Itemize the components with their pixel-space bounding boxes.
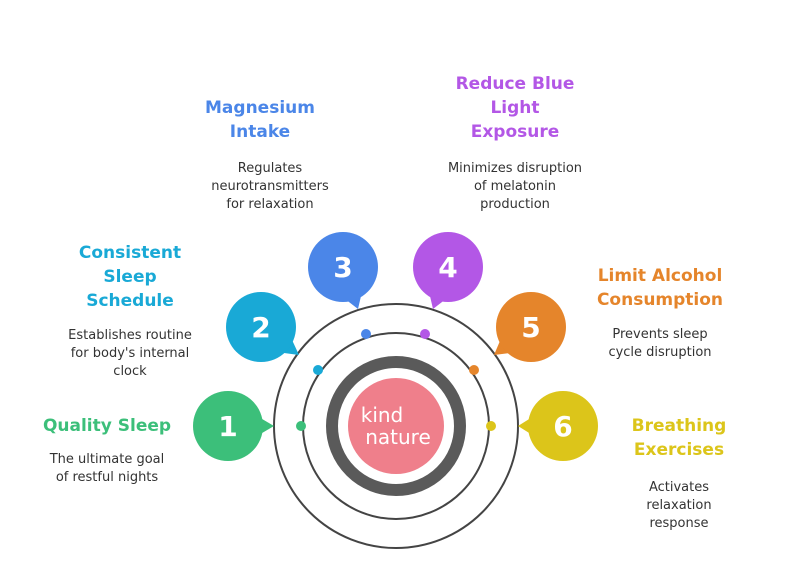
step-2-bubble	[226, 292, 296, 362]
step-4-number: 4	[438, 251, 457, 284]
center-logo-disc	[348, 378, 444, 474]
step-5-number: 5	[521, 311, 540, 344]
steps-layer: 1 2 3 4 5 6	[193, 232, 598, 461]
step-6-ring-dot	[486, 421, 496, 431]
step-1-number: 1	[218, 410, 237, 443]
logo-line2: nature	[365, 425, 431, 449]
step-4-ring-dot	[420, 329, 430, 339]
step-4-title: Reduce Blue Light Exposure	[455, 74, 575, 142]
step-2-description: Establishes routine for body's internal …	[68, 328, 192, 379]
inner-thick-ring	[326, 356, 466, 496]
step-6-number: 6	[553, 410, 572, 443]
step-3-title: Magnesium Intake	[205, 98, 315, 142]
step-5-ring-dot	[469, 365, 479, 375]
step-3-bubble	[308, 232, 378, 302]
step-6-title: Breathing Exercises	[631, 416, 727, 460]
step-4-description: Minimizes disruption of melatonin produc…	[447, 161, 583, 212]
step-1-bubble	[193, 391, 263, 461]
step-1-ring-dot	[296, 421, 306, 431]
step-1-title: Quality Sleep	[42, 416, 172, 436]
step-2-ring-dot	[313, 365, 323, 375]
step-2-number: 2	[251, 311, 270, 344]
step-3-description: Regulates neurotransmitters for relaxati…	[211, 161, 329, 212]
step-5-title: Limit Alcohol Consumption	[596, 266, 724, 310]
step-6-description: Activates relaxation response	[646, 480, 712, 531]
step-3-number: 3	[333, 251, 352, 284]
step-3-ring-dot	[361, 329, 371, 339]
step-2-title: Consistent Sleep Schedule	[78, 243, 182, 311]
logo-line1: kind	[361, 403, 404, 427]
step-5-description: Prevents sleep cycle disruption	[608, 327, 712, 360]
step-1-description: The ultimate goal of restful nights	[49, 452, 165, 485]
step-6-bubble	[528, 391, 598, 461]
step-5-bubble	[496, 292, 566, 362]
step-4-bubble	[413, 232, 483, 302]
